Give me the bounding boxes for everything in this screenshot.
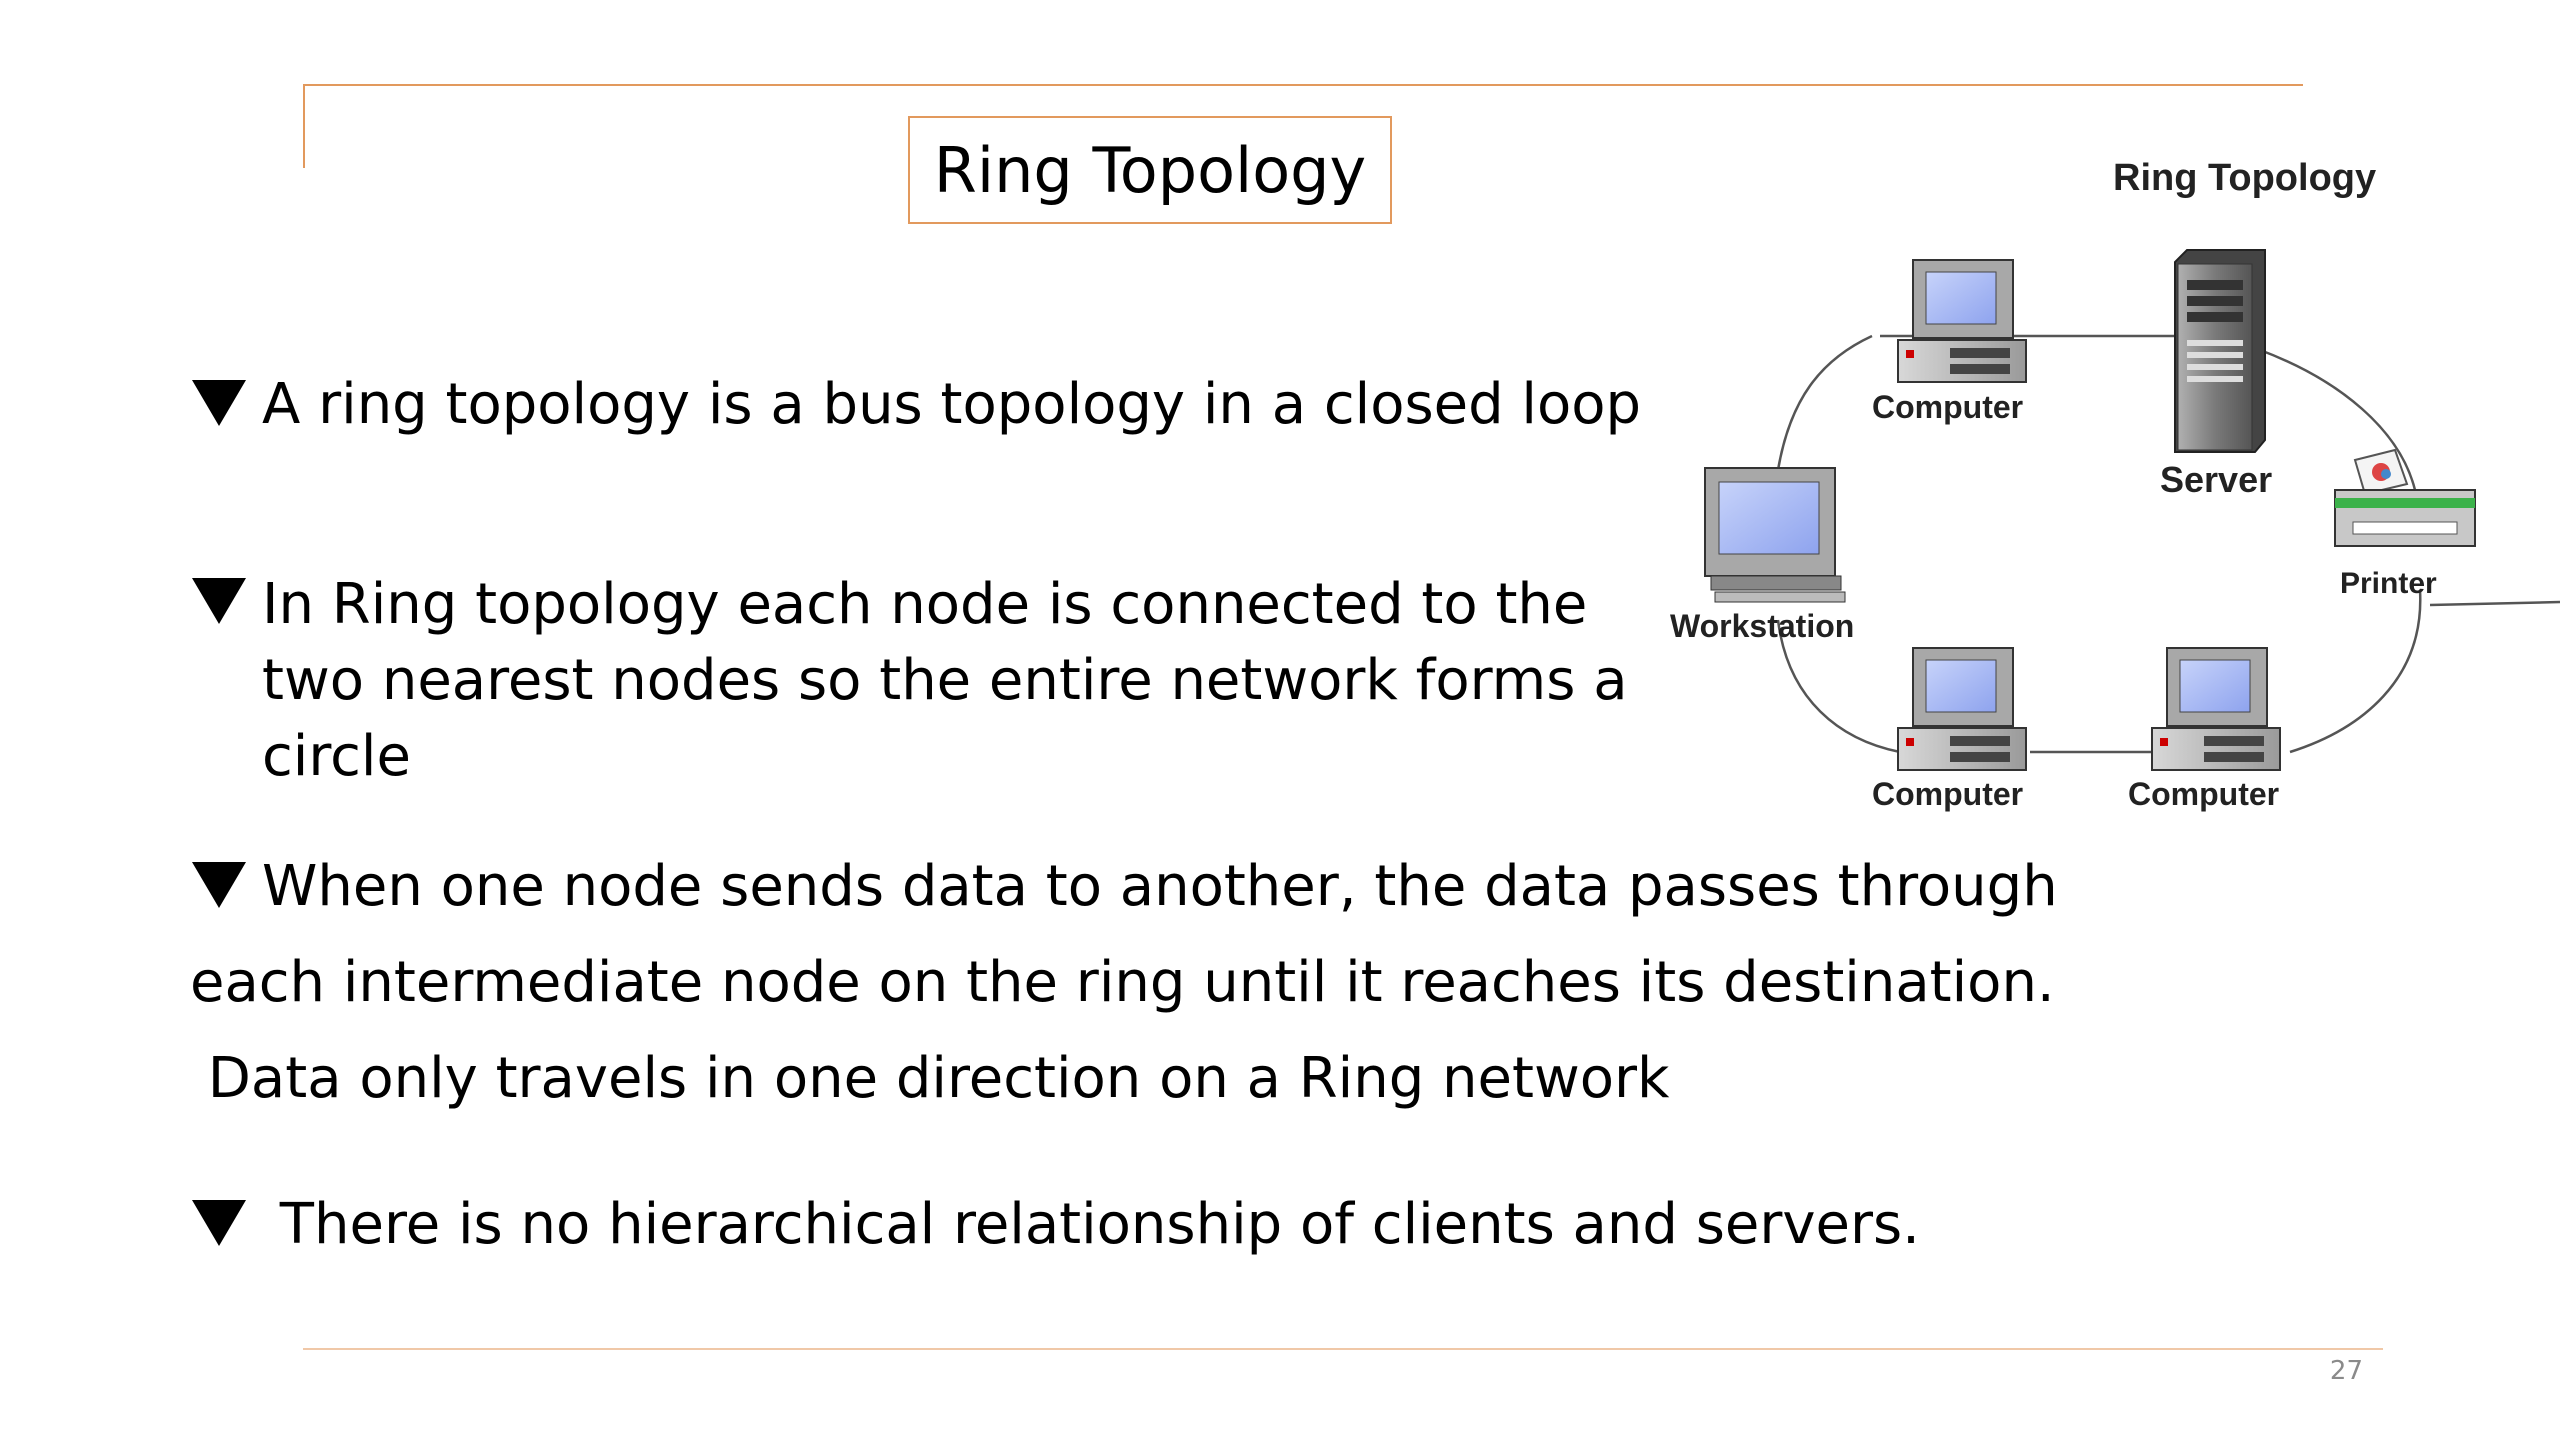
computer-bottom-right-label: Computer (2128, 776, 2279, 812)
bullet-4-line-1: There is no hierarchical relationship of… (262, 1192, 1920, 1257)
bullet-triangle-icon (192, 862, 246, 908)
bullet-triangle-icon (192, 380, 246, 426)
slide-title-text: Ring Topology (933, 133, 1367, 207)
printer-icon (2334, 448, 2476, 547)
bullet-triangle-icon (192, 578, 246, 624)
slide-frame-left-line (303, 84, 305, 168)
workstation-icon (1704, 467, 1846, 603)
bullet-2-line-3: circle (262, 724, 411, 789)
slide-frame-top-line (303, 84, 2303, 86)
workstation-label: Workstation (1670, 608, 1854, 644)
printer-label: Printer (2340, 567, 2437, 600)
slide-title: Ring Topology (908, 116, 1392, 224)
bullet-3-line-1: When one node sends data to another, the… (262, 854, 2058, 919)
computer-bottom-left-label: Computer (1872, 776, 2023, 812)
ring-topology-diagram: Ring Topology Computer Server (1640, 140, 2560, 860)
bullet-3-line-2: each intermediate node on the ring until… (190, 950, 2055, 1015)
footer-divider (303, 1348, 2383, 1350)
computer-icon (1897, 259, 2027, 383)
bullet-2-line-1: In Ring topology each node is connected … (262, 572, 1588, 637)
computer-top-label: Computer (1872, 389, 2023, 425)
diagram-title: Ring Topology (2113, 157, 2376, 199)
bullet-3-line-3: Data only travels in one direction on a … (190, 1046, 1670, 1111)
server-icon (2174, 249, 2266, 453)
server-label: Server (2160, 459, 2272, 500)
computer-icon (2151, 647, 2281, 771)
page-number: 27 (2329, 1356, 2363, 1386)
bullet-triangle-icon (192, 1200, 246, 1246)
bullet-1-line-1: A ring topology is a bus topology in a c… (262, 372, 1642, 437)
computer-icon (1897, 647, 2027, 771)
bullet-2-line-2: two nearest nodes so the entire network … (262, 648, 1628, 713)
